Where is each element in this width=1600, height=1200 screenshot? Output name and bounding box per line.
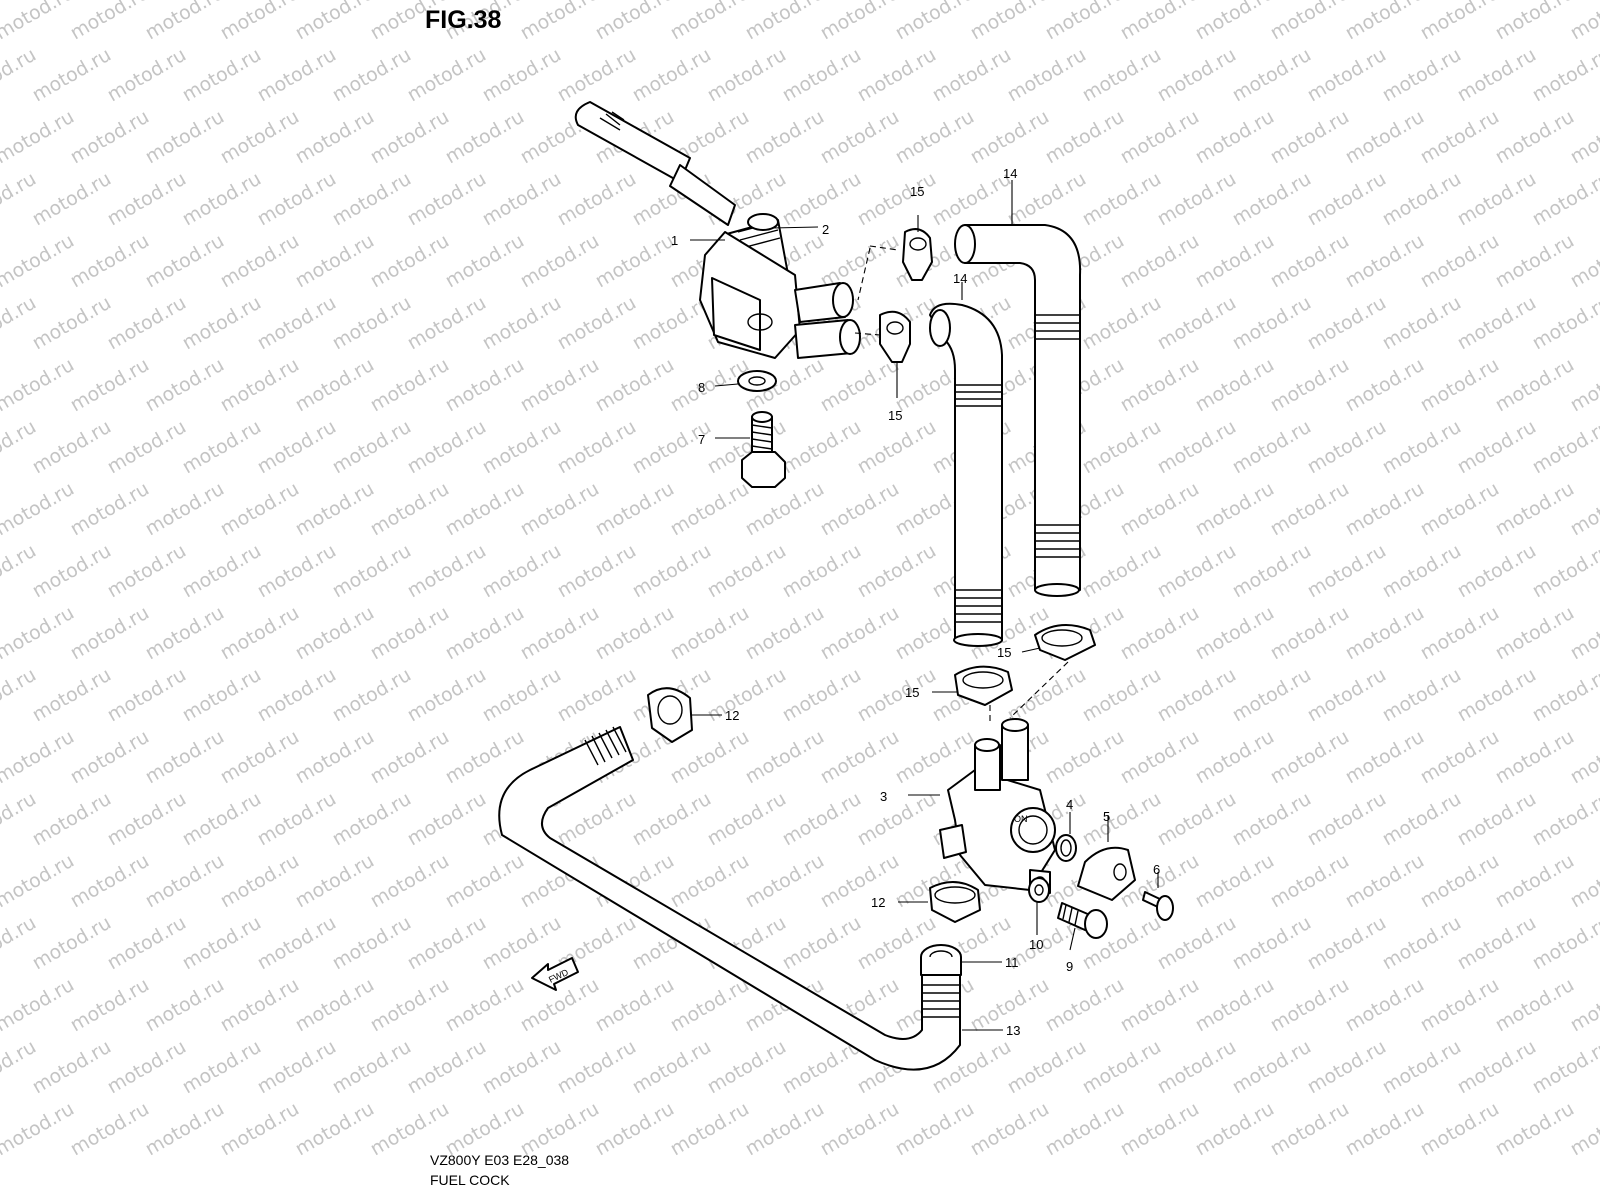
fuel-hose-13 bbox=[498, 726, 962, 1071]
part-label: 14 bbox=[1003, 166, 1017, 181]
part-label: 15 bbox=[910, 184, 924, 199]
part-label: 4 bbox=[1066, 797, 1073, 812]
fuel-cock-1 bbox=[574, 101, 861, 359]
o-ring-4 bbox=[1055, 812, 1077, 862]
part-label: 15 bbox=[905, 685, 919, 700]
fuel-valve-3: ON bbox=[908, 718, 1056, 894]
clamp-15-lower bbox=[932, 624, 1096, 722]
screw-9 bbox=[1057, 902, 1108, 951]
knob-5 bbox=[1077, 815, 1136, 901]
hose-14-long bbox=[954, 180, 1082, 597]
part-label: 13 bbox=[1006, 1023, 1020, 1038]
part-label: 15 bbox=[997, 645, 1011, 660]
figure-title: FIG.38 bbox=[425, 6, 502, 34]
part-label: 15 bbox=[888, 408, 902, 423]
clamp-12-upper bbox=[647, 687, 722, 743]
figure-caption: FUEL COCK bbox=[430, 1172, 510, 1188]
part-label: 9 bbox=[1066, 959, 1073, 974]
part-label: 7 bbox=[698, 432, 705, 447]
part-label: 8 bbox=[698, 380, 705, 395]
part-number-labels: 1 2 3 4 5 6 7 8 9 10 11 12 12 13 14 14 1… bbox=[671, 166, 1160, 1038]
part-label: 2 bbox=[822, 222, 829, 237]
valve-marking: ON bbox=[1014, 814, 1028, 824]
part-label: 14 bbox=[953, 271, 967, 286]
hose-14-short bbox=[929, 282, 1003, 647]
screw-6 bbox=[1142, 872, 1174, 921]
part-label: 10 bbox=[1029, 937, 1043, 952]
part-label: 5 bbox=[1103, 809, 1110, 824]
part-label: 12 bbox=[725, 708, 739, 723]
part-label: 1 bbox=[671, 233, 678, 248]
clamp-15-upper bbox=[854, 215, 933, 398]
clamp-12-lower bbox=[898, 881, 981, 923]
part-label: 3 bbox=[880, 789, 887, 804]
washer-10 bbox=[1028, 877, 1050, 935]
bolt-7 bbox=[715, 411, 786, 488]
model-code: VZ800Y E03 E28_038 bbox=[430, 1152, 570, 1168]
part-label: 6 bbox=[1153, 862, 1160, 877]
fwd-arrow: FWD bbox=[531, 957, 579, 991]
part-label: 11 bbox=[1005, 955, 1019, 970]
washer-8 bbox=[714, 370, 777, 392]
part-label: 12 bbox=[871, 895, 885, 910]
